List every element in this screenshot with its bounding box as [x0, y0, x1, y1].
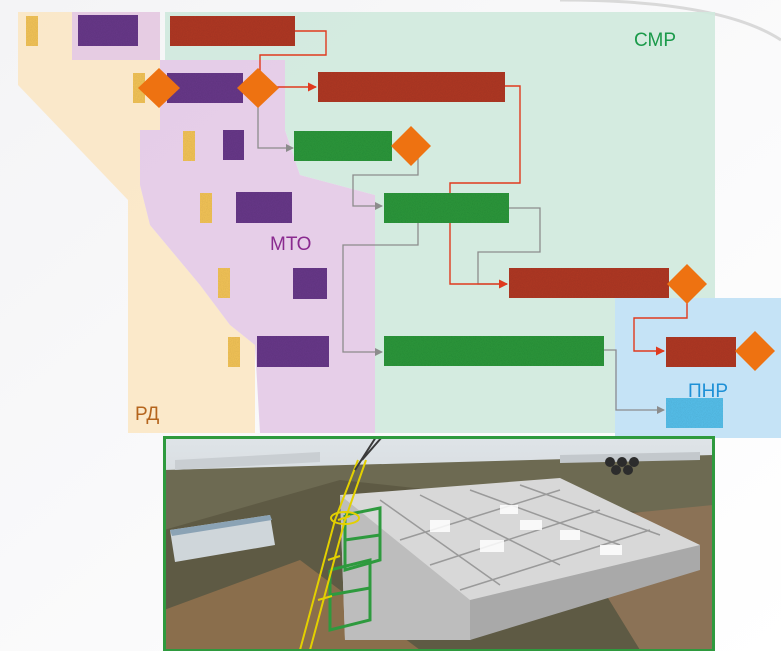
task-mto	[236, 192, 292, 223]
link-gray	[342, 222, 419, 356]
task-mto	[78, 15, 138, 46]
task-rd	[218, 268, 230, 298]
task-smr	[294, 131, 392, 161]
zone-label-rd: РД	[135, 404, 159, 425]
link-gray	[604, 349, 665, 414]
task-mto	[293, 268, 327, 299]
task-mto	[223, 130, 244, 160]
zone-label-pnr: ПНР	[688, 381, 728, 402]
zone-label-smr: СМР	[634, 30, 676, 51]
task-critical	[318, 72, 505, 102]
task-critical	[509, 268, 669, 298]
milestone-diamond	[735, 331, 775, 371]
link-critical	[449, 85, 521, 289]
task-critical	[170, 16, 295, 46]
milestone-diamond	[667, 264, 707, 304]
milestone-diamond	[138, 68, 180, 108]
task-critical	[666, 337, 736, 367]
task-rd	[183, 131, 195, 161]
task-pnr	[666, 398, 723, 428]
task-mto	[257, 336, 329, 367]
link-gray	[257, 100, 294, 152]
link-critical	[259, 30, 327, 72]
milestone-diamond	[391, 126, 431, 166]
milestone-diamond	[237, 68, 279, 108]
link-critical	[633, 303, 688, 356]
decor-arc	[559, 0, 781, 42]
task-smr	[384, 193, 509, 223]
task-rd	[228, 337, 240, 367]
task-smr	[384, 336, 604, 366]
zone-rd	[18, 12, 255, 433]
task-rd	[26, 16, 38, 46]
task-rd	[200, 193, 212, 223]
link-gray	[352, 146, 419, 210]
zone-label-mto: МТО	[270, 234, 311, 255]
construction-render	[164, 436, 713, 651]
zone-mto	[72, 12, 375, 433]
